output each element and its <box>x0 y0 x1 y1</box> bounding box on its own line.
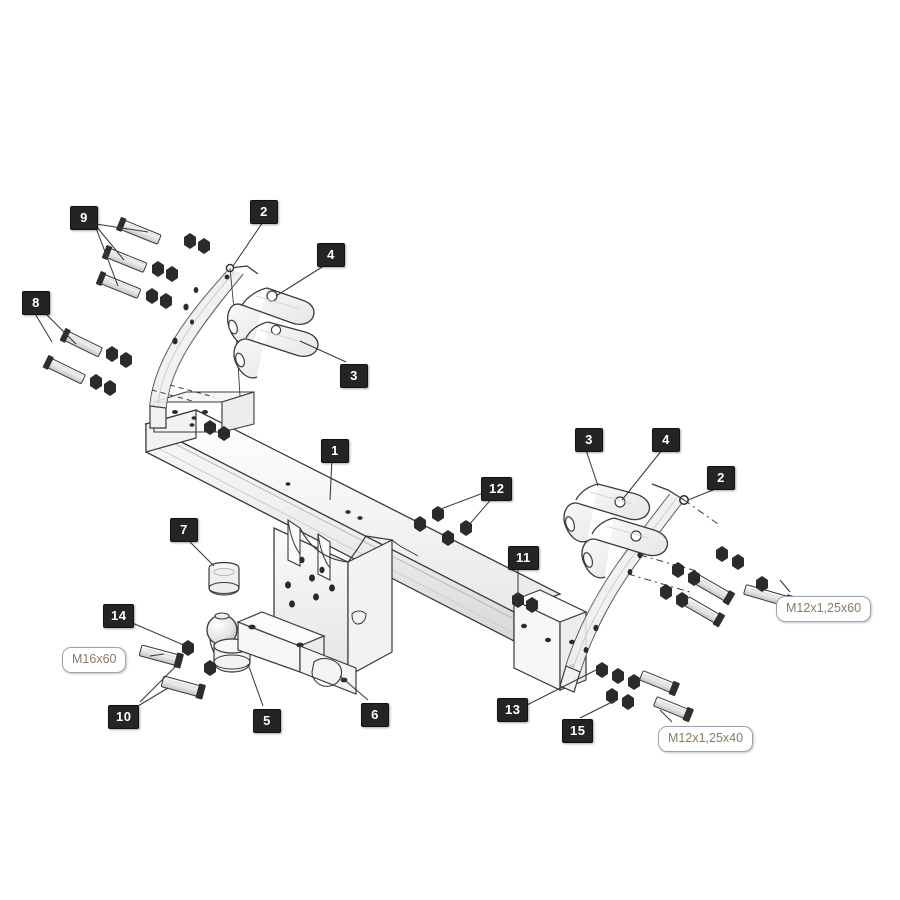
beam-hardware-set-12 <box>414 491 495 546</box>
fastener-set-14 <box>138 640 194 669</box>
right-arm-lower-part-3 <box>581 517 669 579</box>
callout-10[interactable]: 10 <box>108 705 140 729</box>
callout-15[interactable]: 15 <box>562 719 594 743</box>
callout-2-right[interactable]: 2 <box>707 466 735 490</box>
leader-lines <box>33 221 791 723</box>
fastener-set-10 <box>160 660 216 700</box>
spec-label-m16x60: M16x60 <box>62 647 127 673</box>
tow-ball-assembly <box>206 561 357 695</box>
callout-7[interactable]: 7 <box>170 518 198 542</box>
callout-9[interactable]: 9 <box>70 206 98 230</box>
fastener-set-9-middle <box>101 245 178 282</box>
fastener-set-right-mid-1 <box>672 562 736 606</box>
callout-6[interactable]: 6 <box>361 703 389 727</box>
callout-3-right[interactable]: 3 <box>575 428 603 452</box>
main-crossbeam-part-1 <box>144 409 562 643</box>
fastener-set-9-lower <box>95 271 172 309</box>
callout-4-right[interactable]: 4 <box>652 428 680 452</box>
fastener-set-15 <box>606 688 694 723</box>
right-arm-upper-part-4 <box>563 483 651 543</box>
callout-13[interactable]: 13 <box>497 698 529 722</box>
callout-14[interactable]: 14 <box>103 604 135 628</box>
callout-12[interactable]: 12 <box>481 477 513 501</box>
fastener-set-8-lower <box>42 355 116 396</box>
callout-11[interactable]: 11 <box>508 546 539 570</box>
callout-8[interactable]: 8 <box>22 291 50 315</box>
ball-cover-cap-part-7 <box>208 561 240 596</box>
beam-top-hardware-left <box>191 416 230 441</box>
callout-4-top[interactable]: 4 <box>317 243 345 267</box>
spec-label-m12x125x60: M12x1,25x60 <box>776 596 872 622</box>
left-side-bracket-part-2 <box>149 263 259 429</box>
fastener-set-13 <box>596 662 680 697</box>
fastener-set-9-upper <box>116 217 210 254</box>
beam-top-holes <box>285 482 363 520</box>
callout-5[interactable]: 5 <box>253 709 281 733</box>
spec-label-m12x125x40: M12x1,25x40 <box>658 726 754 752</box>
callout-1[interactable]: 1 <box>321 439 349 463</box>
fastener-set-right-mid-2 <box>660 584 726 628</box>
callout-2-top[interactable]: 2 <box>250 200 278 224</box>
left-arm-lower-part-3 <box>233 321 319 379</box>
fastener-set-8-upper <box>59 328 132 368</box>
callout-3-top[interactable]: 3 <box>340 364 368 388</box>
left-arm-upper-part-4 <box>227 287 315 347</box>
